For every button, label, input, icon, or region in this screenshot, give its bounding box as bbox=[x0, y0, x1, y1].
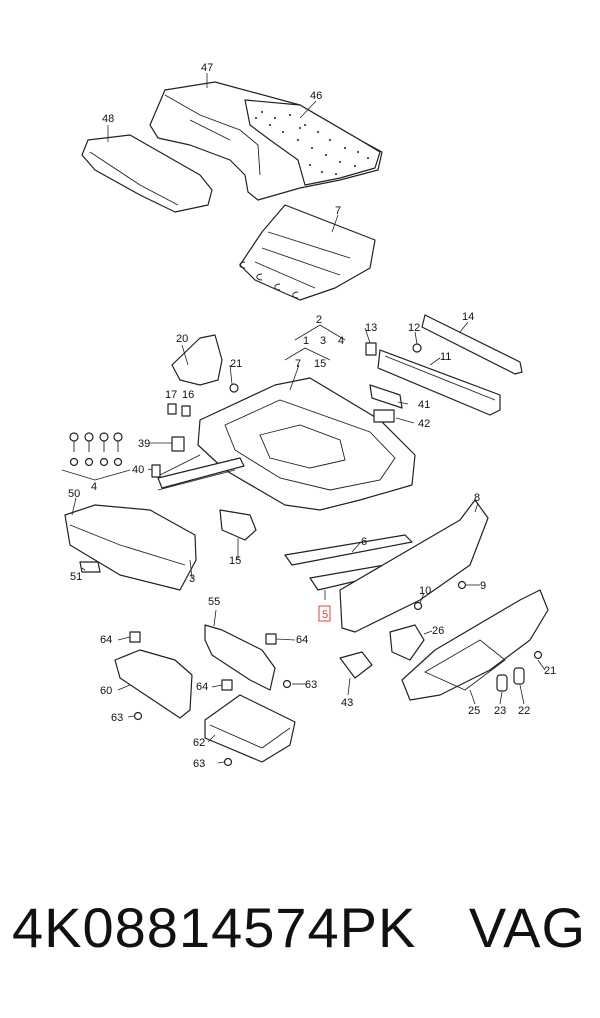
callout: 11 bbox=[440, 351, 451, 363]
housing-60 bbox=[114, 649, 193, 719]
bracket-55 bbox=[204, 624, 276, 691]
callout: 63 bbox=[193, 758, 205, 770]
bolt-40 bbox=[151, 464, 161, 478]
leader-lines bbox=[61, 73, 546, 764]
callout: 63 bbox=[111, 712, 123, 724]
callout: 7 bbox=[295, 358, 301, 370]
callout: 21 bbox=[544, 665, 556, 677]
callout: 1 bbox=[303, 335, 309, 347]
callout: 12 bbox=[408, 322, 420, 334]
callout: 48 bbox=[102, 113, 114, 125]
exploded-parts-diagram: 47 46 48 7 2 1 3 4 7 15 13 12 14 11 20 2… bbox=[61, 62, 556, 770]
screw-10 bbox=[413, 601, 423, 611]
callout: 10 bbox=[419, 585, 431, 597]
callout: 25 bbox=[468, 705, 480, 717]
screw-21b bbox=[533, 650, 543, 660]
callout: 8 bbox=[474, 492, 480, 504]
callout: 51 bbox=[70, 571, 82, 583]
callout-labels: 47 46 48 7 2 1 3 4 7 15 13 12 14 11 20 2… bbox=[68, 62, 556, 770]
seat-spring-mat bbox=[239, 204, 376, 301]
callout: 3 bbox=[320, 335, 326, 347]
callout: 64 bbox=[196, 681, 208, 693]
plug-39 bbox=[171, 436, 185, 452]
callout: 55 bbox=[208, 596, 220, 608]
side-rail-6 bbox=[284, 534, 413, 566]
screw-63c bbox=[223, 757, 233, 767]
callout: 22 bbox=[518, 705, 530, 717]
rail-clip bbox=[365, 342, 377, 356]
knob-22 bbox=[513, 667, 525, 685]
seat-rail-lower bbox=[377, 349, 501, 416]
callout: 21 bbox=[230, 358, 242, 370]
part-number: 4K08814574PK bbox=[12, 896, 417, 959]
callout: 4 bbox=[338, 335, 344, 347]
callout: 60 bbox=[100, 685, 112, 697]
callout: 40 bbox=[132, 464, 144, 476]
callout: 17 bbox=[165, 389, 177, 401]
callout: 43 bbox=[341, 697, 353, 709]
seat-side-bolster bbox=[81, 134, 213, 213]
clip-16 bbox=[181, 405, 191, 417]
callout: 62 bbox=[193, 737, 205, 749]
callout: 15 bbox=[314, 358, 326, 370]
callout: 13 bbox=[365, 322, 377, 334]
seat-foam-pad bbox=[244, 99, 381, 186]
actuator-43 bbox=[339, 651, 373, 679]
clip-64b bbox=[265, 633, 277, 645]
screw-21 bbox=[229, 383, 239, 393]
screw-9 bbox=[457, 580, 467, 590]
callout: 63 bbox=[305, 679, 317, 691]
clip-17 bbox=[167, 403, 177, 415]
rail-screw bbox=[412, 343, 422, 353]
callout: 47 bbox=[201, 62, 213, 74]
callout: 46 bbox=[310, 90, 322, 102]
hinge-cover bbox=[171, 334, 223, 386]
bolt-set bbox=[69, 432, 123, 467]
callout: 2 bbox=[316, 314, 322, 326]
screw-63b bbox=[133, 711, 143, 721]
highlighted-callout: 5 bbox=[322, 609, 328, 621]
callout: 23 bbox=[494, 705, 506, 717]
seat-rail-upper bbox=[421, 314, 523, 375]
clip-64a bbox=[129, 631, 141, 643]
callout: 16 bbox=[182, 389, 194, 401]
clip-51 bbox=[79, 561, 101, 573]
bracket-41 bbox=[369, 384, 403, 409]
motor-15 bbox=[219, 509, 257, 541]
clip-64c bbox=[221, 679, 233, 691]
connector-42 bbox=[373, 409, 395, 423]
callout: 42 bbox=[418, 418, 430, 430]
callout: 64 bbox=[100, 634, 112, 646]
callout: 9 bbox=[480, 580, 486, 592]
actuator-26 bbox=[389, 624, 425, 661]
callout: 4 bbox=[91, 481, 97, 493]
control-unit-62 bbox=[204, 694, 296, 763]
callout: 15 bbox=[229, 555, 241, 567]
callout: 6 bbox=[361, 536, 367, 548]
side-member-8 bbox=[339, 499, 489, 633]
callout: 3 bbox=[189, 573, 195, 585]
seat-frame bbox=[157, 377, 416, 511]
callout: 7 bbox=[335, 205, 341, 217]
side-trim-25 bbox=[401, 589, 549, 701]
screw-63a bbox=[282, 679, 292, 689]
callout: 41 bbox=[418, 399, 430, 411]
callout: 50 bbox=[68, 488, 80, 500]
front-trim-panel bbox=[64, 504, 197, 591]
brand-name: VAG bbox=[468, 896, 586, 959]
callout: 26 bbox=[432, 625, 444, 637]
callout: 64 bbox=[296, 634, 308, 646]
callout: 39 bbox=[138, 438, 150, 450]
callout: 14 bbox=[462, 311, 474, 323]
highlight-box bbox=[318, 605, 331, 622]
knob-23 bbox=[496, 674, 508, 692]
callout: 20 bbox=[176, 333, 188, 345]
